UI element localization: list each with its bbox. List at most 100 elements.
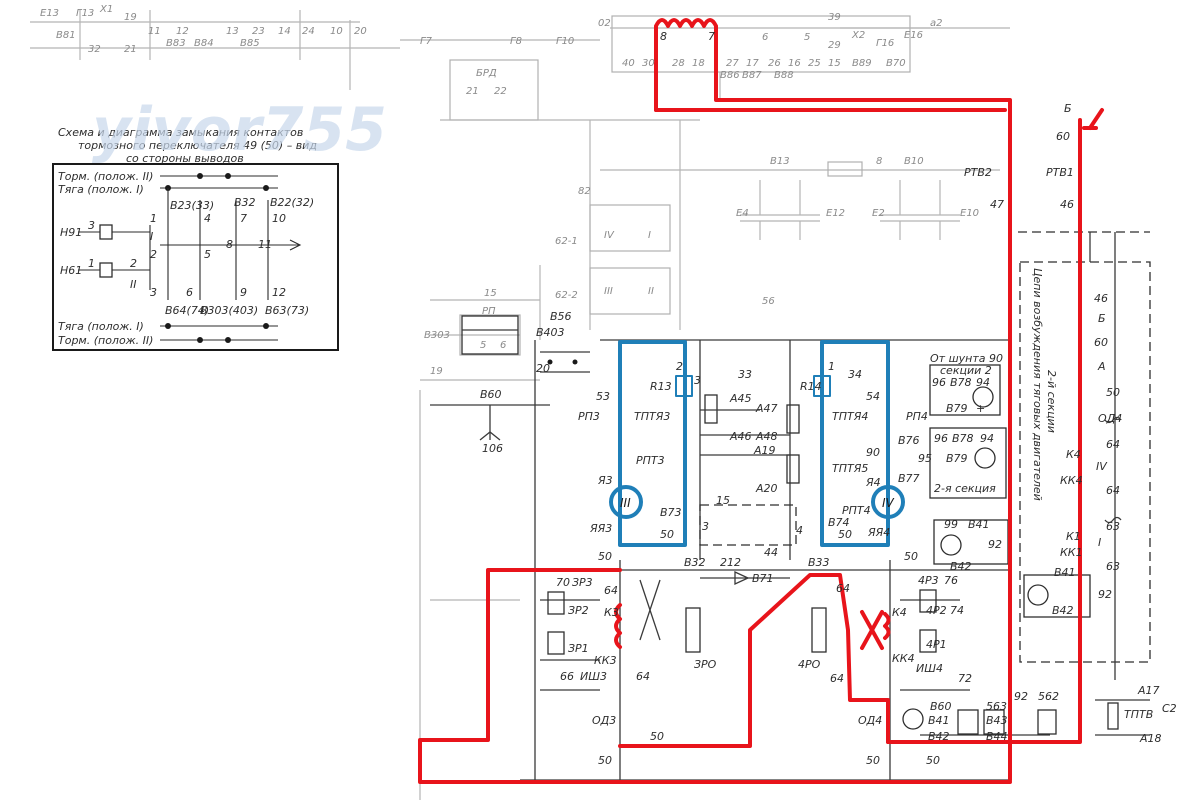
lower-v71: В71: [752, 572, 774, 585]
label-v84: В84: [194, 38, 214, 49]
label-e4: Е4: [736, 208, 749, 219]
inset-num-9: 9: [240, 286, 247, 299]
lower-72: 72: [958, 672, 972, 685]
exc-v41: В41: [1054, 566, 1076, 579]
label-g8: Г8: [510, 36, 522, 47]
red-coil-k3: [614, 603, 622, 649]
label-tptya3: ТПТЯ3: [634, 410, 670, 423]
exc-kk1: КК1: [1060, 546, 1083, 559]
motor-circuit-4: [820, 340, 890, 547]
label-26: 26: [768, 58, 781, 69]
lower-zro: ЗРО: [694, 658, 717, 671]
shunt-caption-2: секции 2: [940, 364, 992, 377]
label-11: 11: [148, 26, 161, 37]
exc-46: 46: [1094, 292, 1108, 305]
label-v76: В76: [898, 434, 920, 447]
exc-a: А: [1097, 360, 1106, 373]
inset-num-2: 2: [130, 257, 137, 270]
meter-99: 99: [944, 518, 958, 531]
inset-num-4: 4: [204, 212, 211, 225]
label-3-mid: 3: [702, 520, 709, 533]
motor-3-circle: [609, 485, 643, 519]
label-8b: 8: [876, 156, 882, 167]
resistor-r13: [675, 375, 693, 397]
lower-50d: 50: [598, 754, 612, 767]
label-v85: В85: [240, 38, 260, 49]
lower-92: 92: [1014, 690, 1028, 703]
lower-70: 70: [556, 576, 570, 589]
label-28: 28: [672, 58, 685, 69]
lower-v43: В43: [986, 714, 1008, 727]
inset-num-11: 11: [258, 238, 272, 251]
meter-92: 92: [988, 538, 1002, 551]
label-ii-a: II: [648, 286, 654, 297]
lower-4r3: 4Р3: [918, 574, 939, 587]
label-12: 12: [176, 26, 189, 37]
label-21: 21: [124, 44, 137, 55]
lower-a17: А17: [1137, 684, 1160, 697]
lower-50a: 50: [598, 550, 612, 563]
motor-4-circle: [871, 485, 905, 519]
label-10: 10: [330, 26, 343, 37]
inset-caption-3: со стороны выводов: [126, 152, 244, 165]
lower-64a: 64: [604, 584, 618, 597]
red-circuit-upper: [654, 18, 1012, 782]
label-a2: а2: [930, 18, 943, 29]
label-rpt4: РПТ4: [842, 504, 871, 517]
inset-num-6: 6: [186, 286, 193, 299]
exc-i: I: [1098, 536, 1101, 549]
label-v74: В74: [828, 516, 850, 529]
label-e13: Е13: [40, 8, 59, 19]
label-g13: Г13: [76, 8, 94, 19]
label-a45: А45: [729, 392, 752, 405]
motor-circuit-3: [618, 340, 687, 547]
inset-num-10: 10: [272, 212, 286, 225]
exc-v42: В42: [1052, 604, 1074, 617]
label-2-sec3: 2: [676, 360, 683, 373]
left-text: В403 В56 20 В303 19 В60 106: [424, 310, 572, 455]
lower-zr2: ЗР2: [568, 604, 589, 617]
lower-562: 562: [1038, 690, 1059, 703]
label-19: 19: [124, 12, 137, 23]
lower-212: 212: [720, 556, 741, 569]
label-rp-6: 6: [500, 340, 506, 351]
lower-v41: В41: [928, 714, 950, 727]
wire-v63: В63(73): [265, 304, 309, 317]
label-iv-a: IV: [604, 230, 615, 241]
label-47: 47: [990, 198, 1004, 211]
lower-v33: В33: [808, 556, 830, 569]
lower-v44: В44: [986, 730, 1008, 743]
inset-num-3b: 3: [150, 286, 157, 299]
excitation-text: Цепи возбуждения тяговых двигателей 2-й …: [1031, 268, 1122, 617]
row-torm-bottom: Торм. (полож. II): [58, 334, 153, 347]
label-yaya4: ЯЯ4: [867, 526, 890, 539]
label-7: 7: [708, 30, 715, 43]
inset-num-5: 5: [204, 248, 211, 261]
top-text: Е13 Г13 В81 Х1 19 32 21 11 12 В83 В84 13…: [40, 4, 943, 97]
label-v303: В303: [424, 330, 450, 341]
label-6: 6: [762, 32, 768, 43]
label-r13: R13: [650, 380, 672, 393]
label-20: 20: [354, 26, 367, 37]
label-15-mid: 15: [716, 494, 730, 507]
row-tyaga-top: Тяга (полож. I): [58, 183, 144, 196]
lower-4r1: 4Р1: [926, 638, 947, 651]
relay-rp: [461, 315, 590, 373]
label-b: Б: [1064, 102, 1072, 115]
label-19b: 19: [430, 366, 443, 377]
exc-k1: К1: [1066, 530, 1081, 543]
exc-63b: 63: [1106, 560, 1120, 573]
wire-n91: Н91: [60, 226, 82, 239]
inset-pos-I: I: [150, 230, 153, 243]
label-x2: Х2: [851, 30, 865, 41]
inset-panel: [52, 163, 339, 351]
exc-k4: К4: [1066, 448, 1081, 461]
lower-74: 74: [950, 604, 964, 617]
label-16: 16: [788, 58, 801, 69]
label-x1: Х1: [99, 4, 113, 15]
lower-text: 50 50 70 ЗР3 ЗР2 64 К3 ЗР1 КК3 66 ИШ3 64…: [556, 546, 1177, 767]
inset-caption-2: тормозного переключателя 49 (50) – вид: [78, 139, 317, 152]
label-95: 95: [918, 452, 932, 465]
red-circuit-right: [886, 118, 1082, 744]
